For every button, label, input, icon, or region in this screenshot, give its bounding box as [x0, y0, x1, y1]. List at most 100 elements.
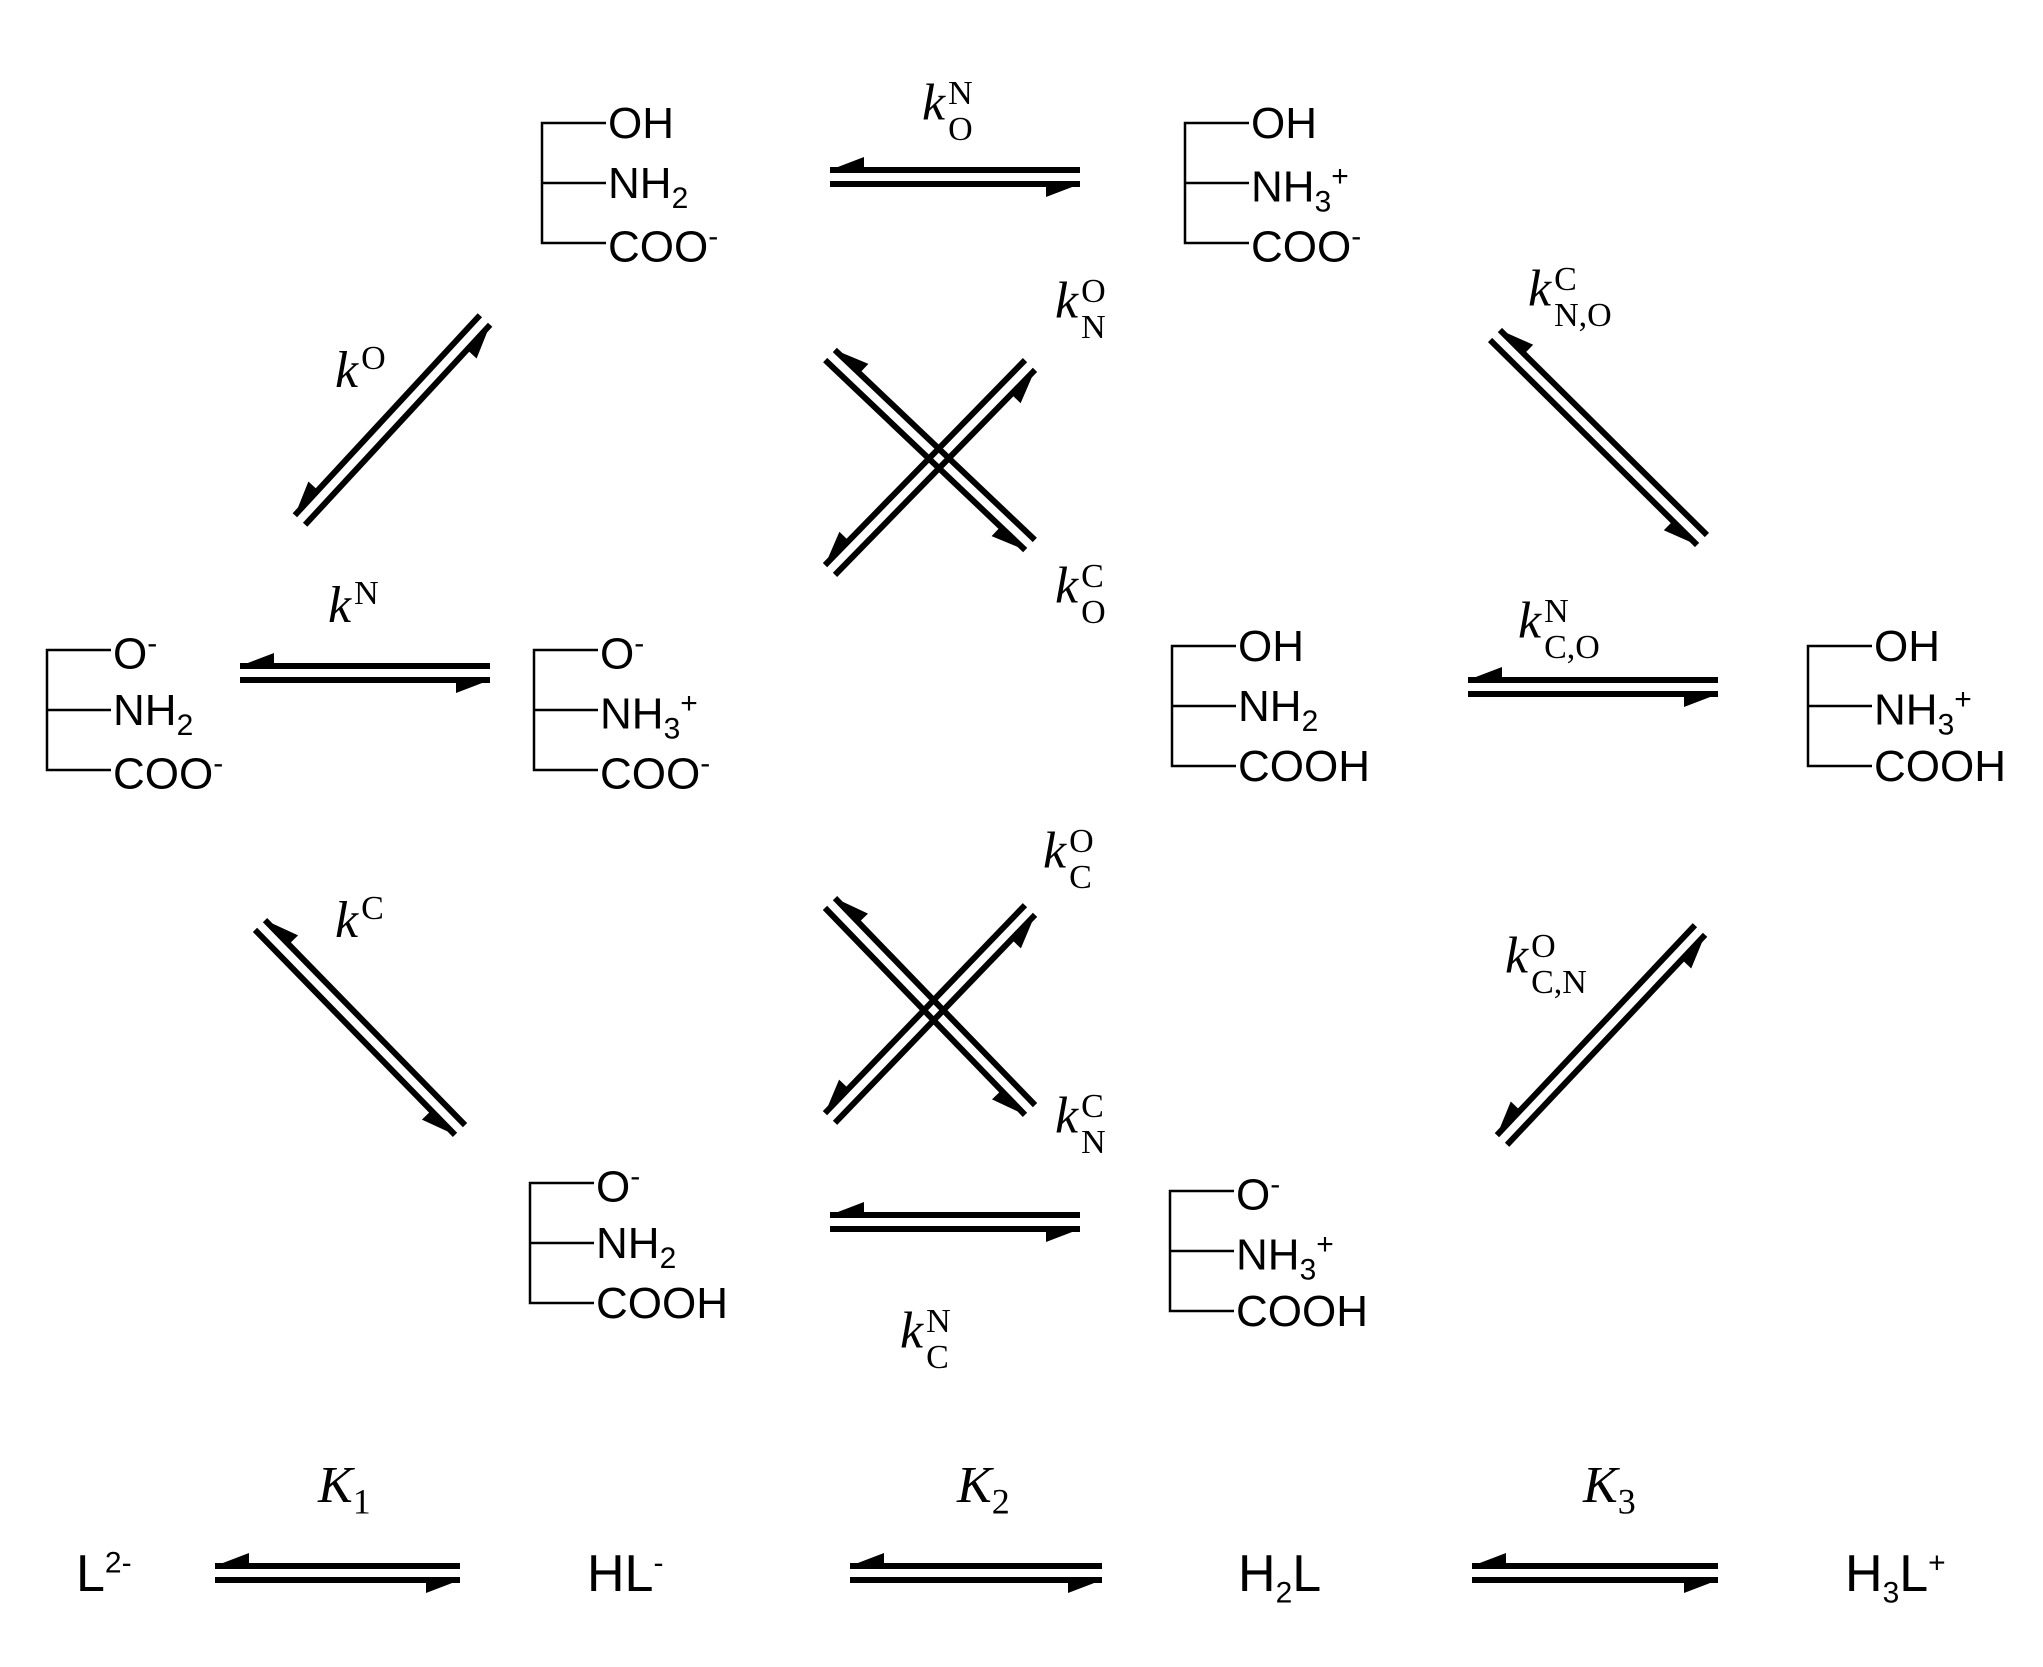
k-symbol: k	[335, 342, 359, 399]
group-label: O	[113, 629, 148, 679]
group-subscript: 3	[1314, 185, 1332, 219]
k-subscript: C,N	[1531, 963, 1587, 1001]
functional-group: COO-	[113, 749, 223, 797]
microspecies-s8: O-NH3+COOH	[1168, 1168, 1458, 1334]
k-superscript: C	[361, 890, 384, 928]
group-label: NH	[1874, 685, 1938, 735]
functional-group: COOH	[1238, 745, 1370, 789]
macrospecies-L2: L2-	[76, 1548, 132, 1600]
k-subscript: O	[948, 110, 973, 148]
functional-group: NH2	[596, 1222, 676, 1274]
skeleton-bracket	[532, 648, 598, 772]
K-symbol: K	[1583, 1457, 1618, 1514]
functional-group: OH	[608, 102, 674, 146]
k-subscript: C	[1069, 858, 1092, 896]
functional-group: O-	[113, 629, 157, 677]
k-indices: C	[361, 891, 384, 927]
k-symbol: k	[922, 74, 946, 132]
skeleton-bracket	[45, 648, 111, 772]
equilibrium-arrow-d-2	[1487, 327, 1710, 548]
group-label: NH	[596, 1219, 660, 1268]
functional-group: NH2	[113, 689, 193, 741]
k-subscript: C,O	[1544, 628, 1600, 666]
formula-base: L	[76, 1545, 105, 1603]
formula-charge: -	[653, 1546, 664, 1580]
functional-group: OH	[1238, 625, 1304, 669]
functional-group: COOH	[1874, 745, 2006, 789]
group-label: O	[600, 629, 635, 679]
functional-group: COO-	[600, 749, 710, 797]
functional-group: NH3+	[1251, 162, 1349, 217]
k-symbol: k	[1505, 927, 1529, 985]
equilibrium-arrow-d-8	[822, 903, 1038, 1125]
group-label: NH	[608, 159, 672, 208]
k-superscript: N	[948, 75, 973, 112]
group-label: COO	[608, 222, 709, 272]
group-label: O	[1236, 1170, 1271, 1220]
group-charge: -	[634, 627, 645, 660]
k-symbol: k	[1055, 272, 1079, 330]
skeleton-bracket	[1168, 1189, 1234, 1313]
functional-group: NH3+	[600, 689, 698, 744]
group-label: COO	[600, 749, 701, 799]
group-label: COO	[1251, 222, 1352, 272]
equilibrium-arrow-d-1	[292, 313, 493, 527]
formula-subscript: 3	[1882, 1576, 1900, 1610]
functional-group: NH2	[608, 162, 688, 214]
functional-group: COO-	[608, 222, 718, 270]
k-superscript: O	[1081, 273, 1106, 310]
k-superscript: O	[1069, 823, 1094, 860]
functional-group: NH2	[1238, 685, 1318, 737]
equilibrium-arrow-h-1	[830, 157, 1080, 197]
k-superscript: O	[361, 340, 386, 378]
group-charge: -	[1270, 1168, 1281, 1201]
formula-tail: L	[1899, 1545, 1929, 1603]
formula-subscript: 2	[1275, 1576, 1293, 1610]
k-subscript: C	[926, 1338, 949, 1376]
group-subscript: 2	[671, 181, 689, 215]
k-superscript: O	[1531, 928, 1556, 965]
group-subscript: 2	[659, 1241, 677, 1275]
k-superscript: N	[1544, 593, 1569, 630]
equilibrium-arrow-d-4	[822, 358, 1038, 577]
group-label: OH	[1238, 622, 1304, 671]
macro-constant-K3: K3	[1583, 1457, 1636, 1520]
K-symbol: K	[318, 1457, 353, 1514]
k-indices: O	[361, 341, 386, 377]
group-charge: +	[1331, 160, 1349, 193]
functional-group: O-	[600, 629, 644, 677]
group-subscript: 2	[176, 708, 194, 742]
formula-base: H	[1238, 1545, 1276, 1603]
functional-group: O-	[596, 1162, 640, 1210]
group-charge: -	[213, 747, 224, 780]
group-label: OH	[1251, 99, 1317, 148]
equilibrium-arrow-h-7	[1472, 1553, 1718, 1593]
group-charge: -	[630, 1160, 641, 1193]
group-label: NH	[1238, 682, 1302, 731]
equilibrium-arrow-h-6	[850, 1553, 1102, 1593]
group-charge: +	[680, 687, 698, 720]
group-label: OH	[608, 99, 674, 148]
group-charge: +	[1316, 1228, 1334, 1261]
